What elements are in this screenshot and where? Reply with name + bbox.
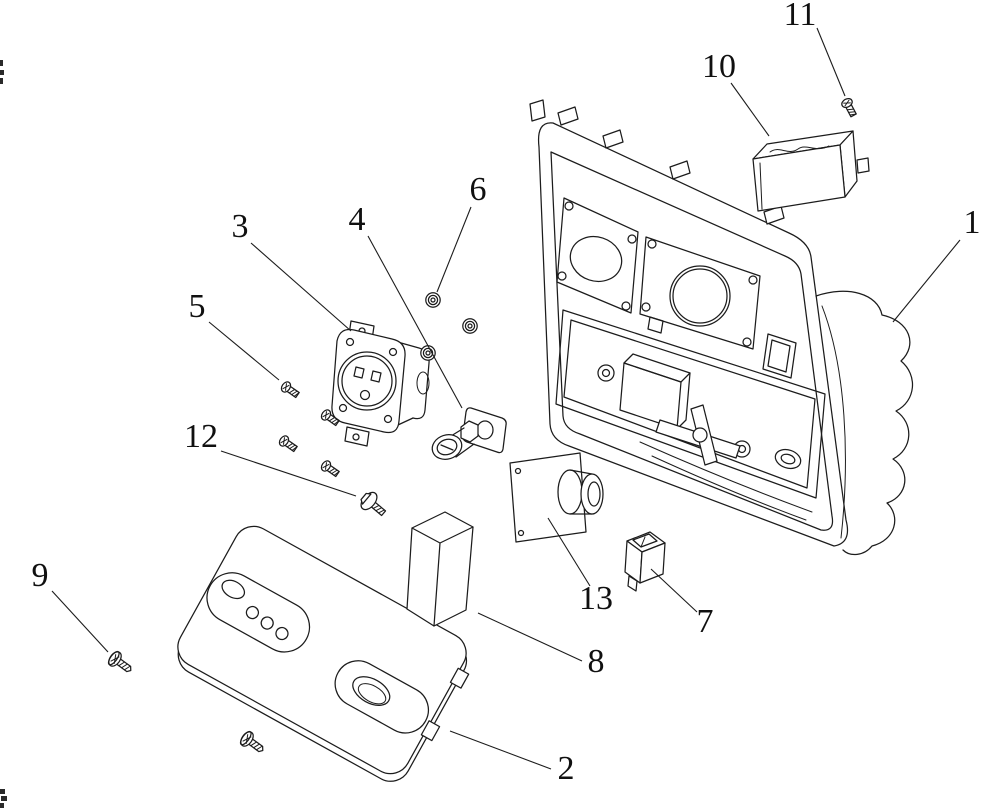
leader-line-3 <box>250 242 352 332</box>
part-label-2: 2 <box>558 750 575 787</box>
housing-ridge-lines <box>639 441 813 521</box>
leader-line-8 <box>477 612 583 662</box>
part-label-11: 11 <box>784 0 817 33</box>
indicator-lamp <box>221 579 246 600</box>
part3-outlet <box>331 320 430 447</box>
handle-grip <box>815 290 914 556</box>
leader-line-2 <box>449 730 552 770</box>
part-label-1: 1 <box>964 204 981 241</box>
part-label-6: 6 <box>470 171 487 208</box>
housing-outline <box>537 122 849 547</box>
housing-opening-lower <box>555 309 826 499</box>
housing-part <box>529 99 914 556</box>
scan-artifact <box>0 60 7 808</box>
rocker-button <box>632 533 658 548</box>
cover-side-tab <box>420 720 441 742</box>
housing-top-tabs <box>529 99 785 225</box>
part-label-8: 8 <box>588 643 605 680</box>
part10-box <box>752 130 870 212</box>
housing-inner-rim <box>550 151 834 531</box>
part13-module <box>509 452 604 543</box>
part2-cover-panel <box>177 525 470 782</box>
part4-ignition-switch <box>431 407 507 460</box>
leader-line-10 <box>730 82 770 137</box>
housing-opening-upper-left <box>556 197 639 314</box>
leader-line-11 <box>816 27 846 97</box>
fuel-valve-assembly <box>597 353 802 470</box>
switch-bracket <box>462 407 507 454</box>
leader-line-1 <box>892 239 961 323</box>
part-label-9: 9 <box>32 557 49 594</box>
part5-screws <box>276 379 342 480</box>
part-label-3: 3 <box>232 208 249 245</box>
outlet-socket-face <box>337 351 397 411</box>
leader-line-7 <box>650 568 698 613</box>
leader-line-5 <box>208 321 280 381</box>
housing-opening-right <box>762 333 797 379</box>
part-label-10: 10 <box>702 48 736 85</box>
part12-screw <box>356 488 391 522</box>
leader-line-13 <box>547 517 591 587</box>
part-label-12: 12 <box>184 418 218 455</box>
part11-screw <box>839 96 860 119</box>
switch-nut <box>460 420 479 443</box>
cover-panel-face <box>177 525 467 775</box>
outlet-bottom-tab <box>344 426 370 447</box>
part8-block <box>406 511 474 627</box>
leader-line-9 <box>51 590 109 653</box>
part-label-4: 4 <box>349 201 366 238</box>
part6-nuts <box>420 292 478 361</box>
leader-line-6 <box>436 206 472 293</box>
leader-line-4 <box>367 235 463 409</box>
leader-line-12 <box>220 450 357 497</box>
housing-opening-center <box>639 236 761 350</box>
cover-side-tab <box>449 667 470 689</box>
indicator-recess <box>206 572 311 653</box>
part-label-5: 5 <box>189 288 206 325</box>
part-label-7: 7 <box>697 603 714 640</box>
part7-rocker-switch <box>624 531 666 592</box>
part-label-13: 13 <box>579 580 613 617</box>
switch-recess <box>334 660 430 734</box>
